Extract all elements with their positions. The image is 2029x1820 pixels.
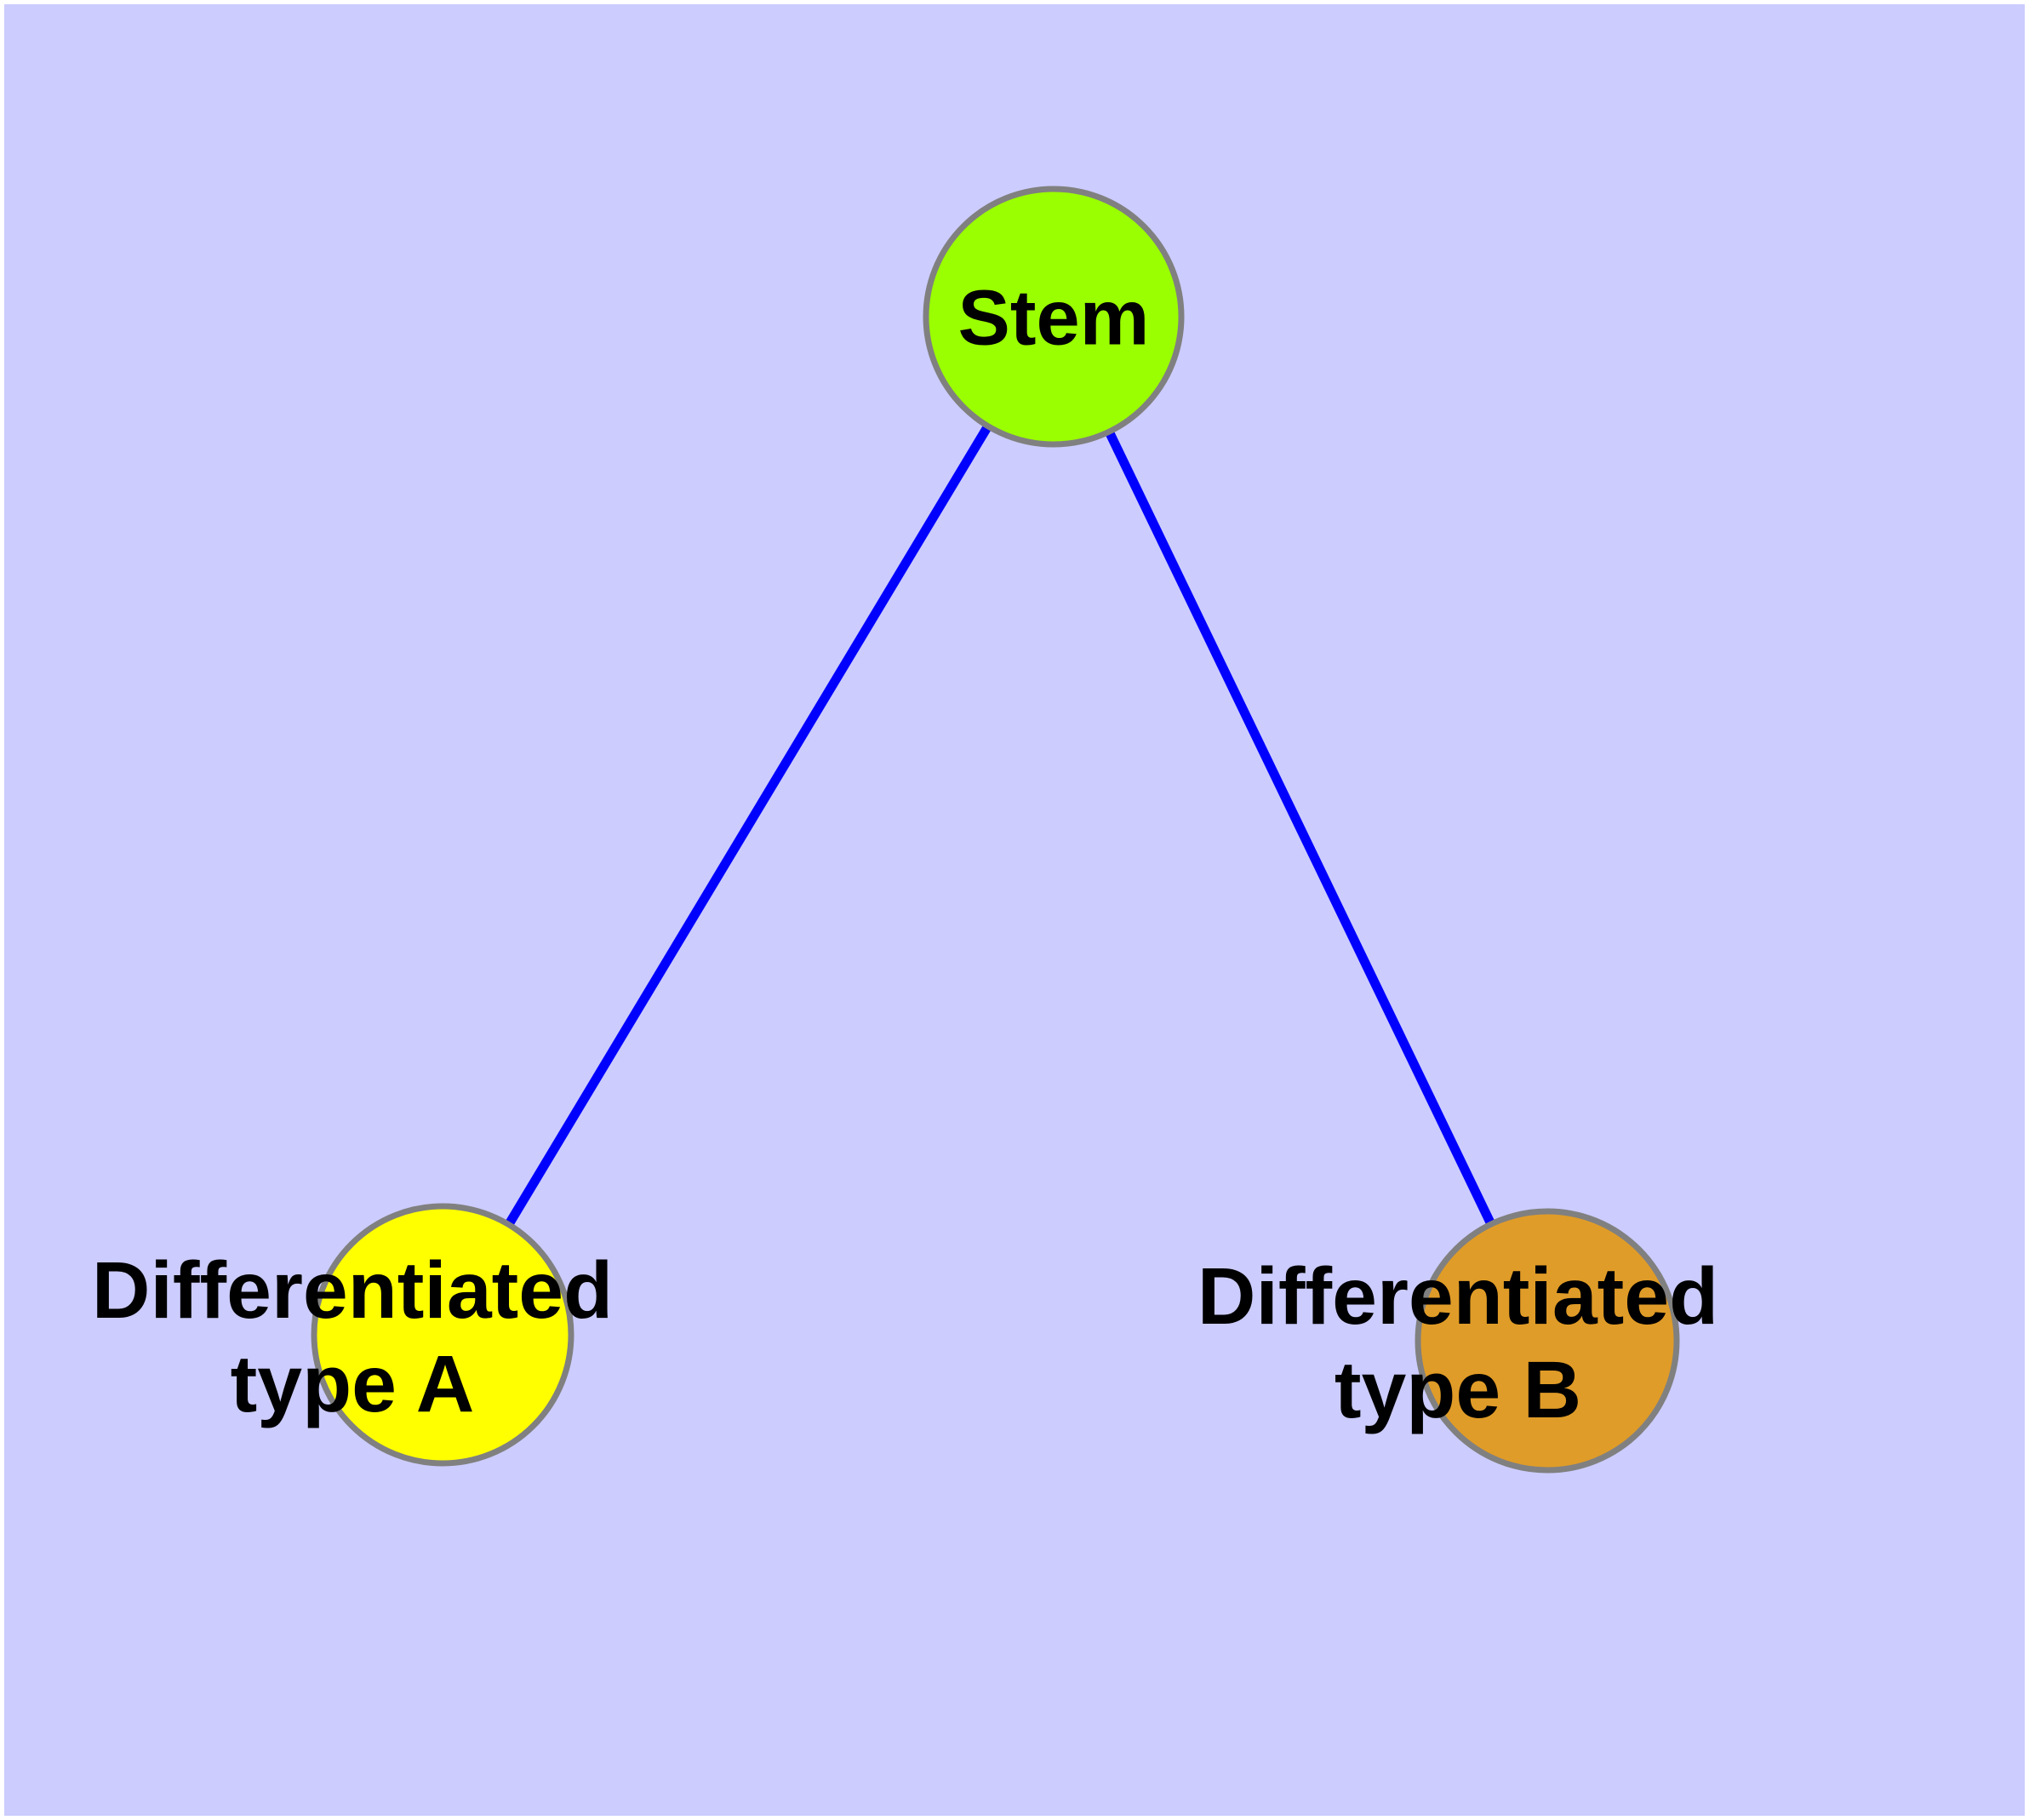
graph-node-diff_a[interactable] xyxy=(311,1203,574,1467)
graph-edge-stem-to-b[interactable] xyxy=(1105,429,1495,1227)
edge-layer xyxy=(505,423,1495,1228)
node-layer xyxy=(311,186,1680,1474)
graph-edge-stem-to-a[interactable] xyxy=(505,423,992,1228)
graph-node-diff_b[interactable] xyxy=(1415,1208,1680,1474)
graph-node-stem[interactable] xyxy=(923,186,1185,448)
